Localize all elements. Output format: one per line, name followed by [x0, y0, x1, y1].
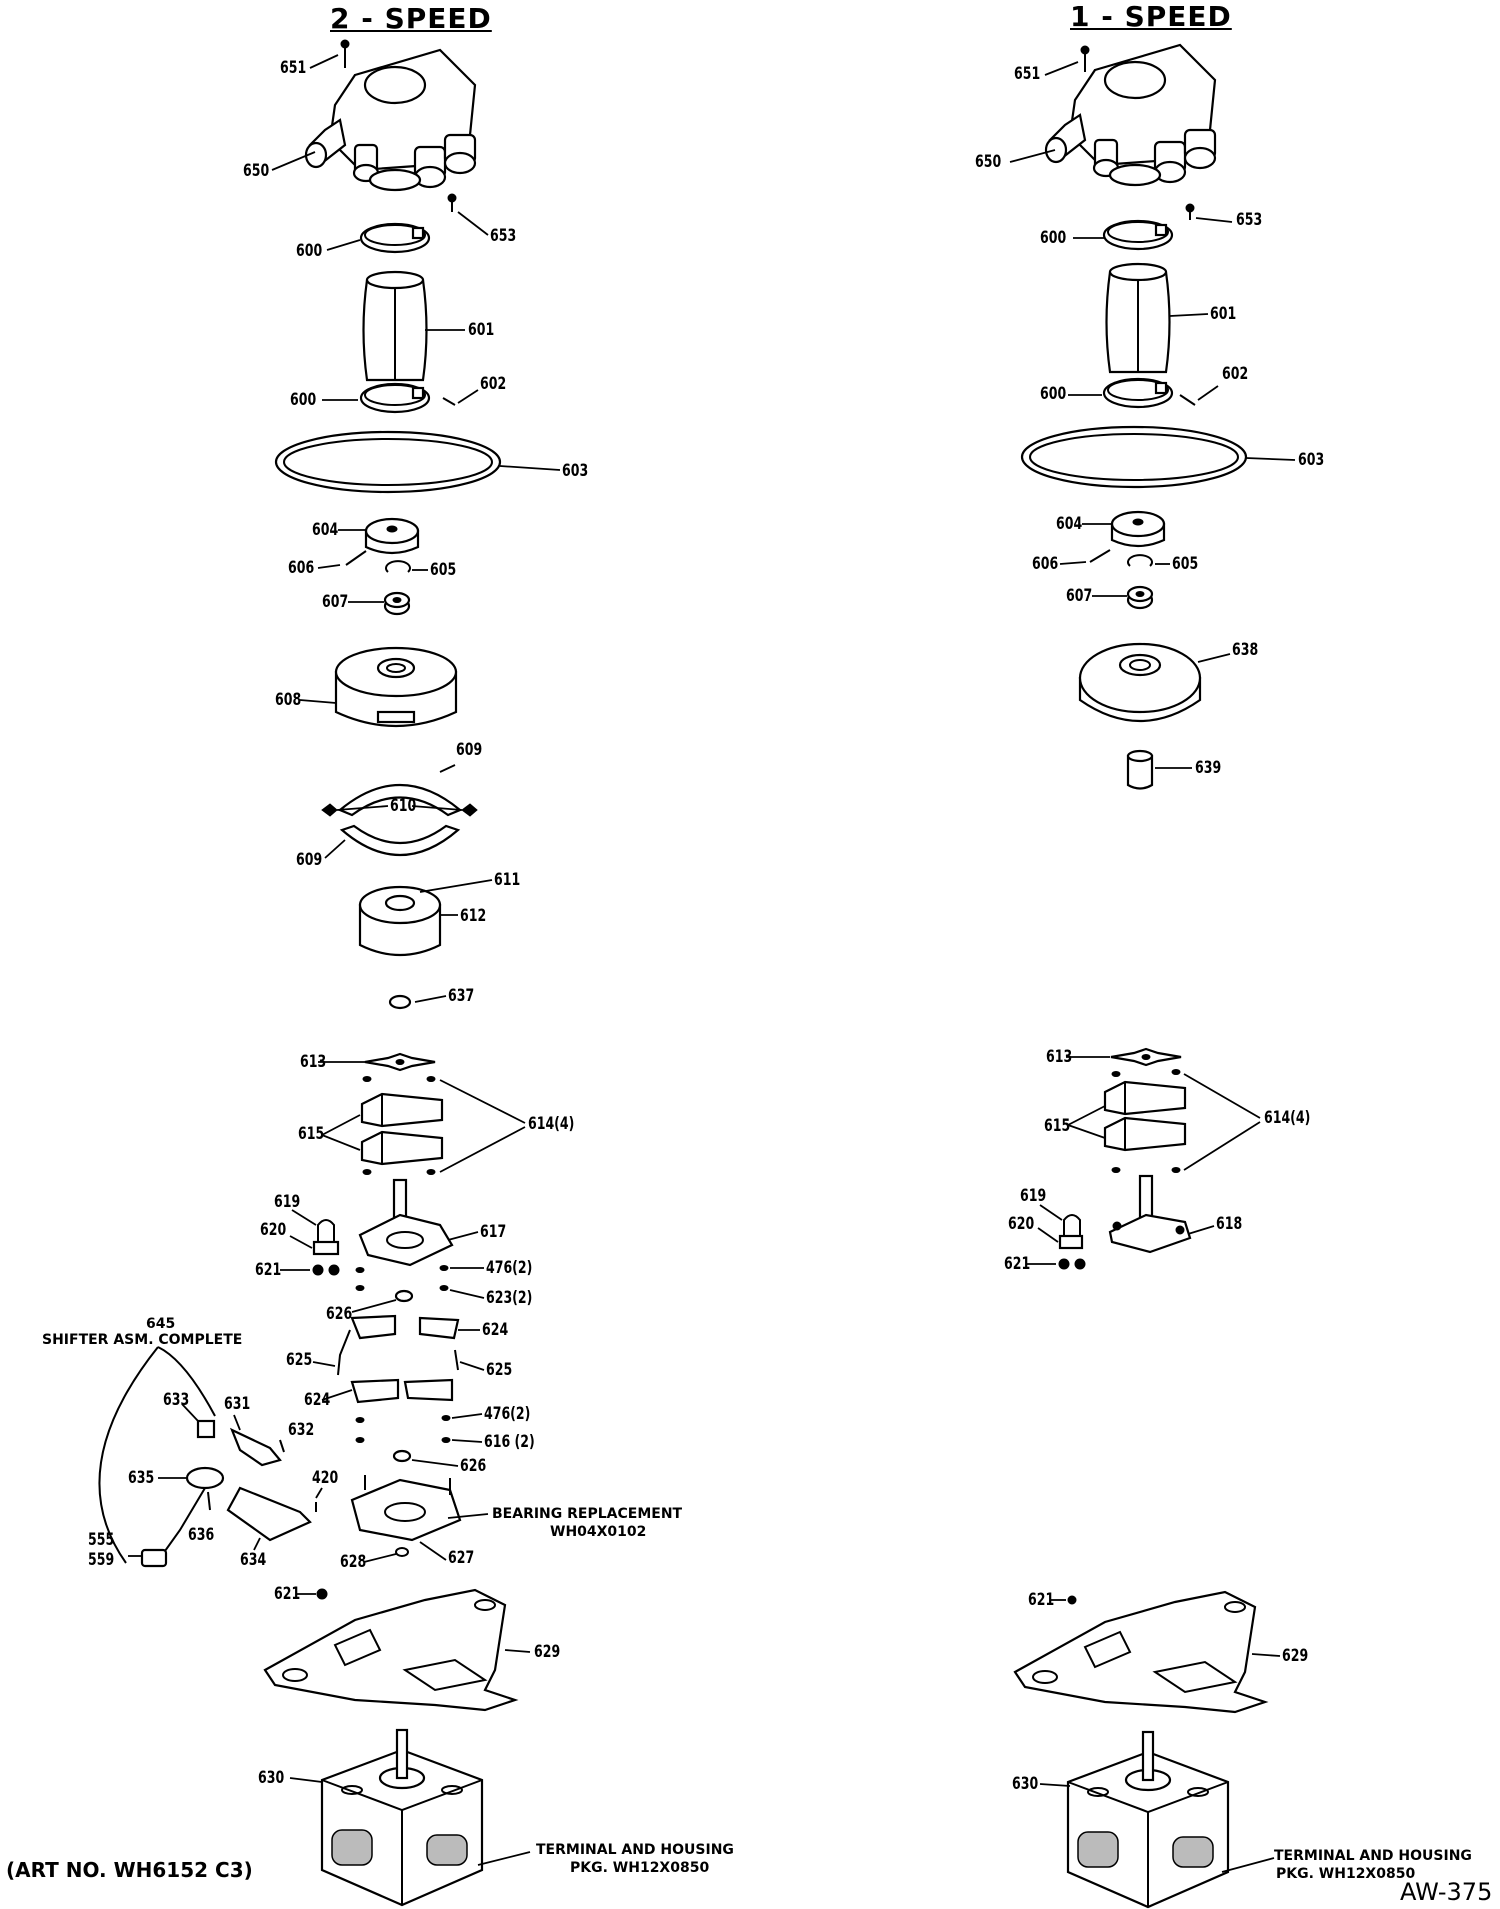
label-601: 601 — [468, 320, 495, 340]
label-602: 602 — [1222, 364, 1249, 384]
label-600: 600 — [1040, 228, 1067, 248]
terminal-housing-right-part: PKG. WH12X0850 — [1276, 1866, 1416, 1882]
label-559: 559 — [88, 1550, 115, 1570]
label-605: 605 — [1172, 554, 1199, 574]
label-608: 608 — [275, 690, 302, 710]
label-603: 603 — [1298, 450, 1325, 470]
label-604: 604 — [1056, 514, 1083, 534]
label-626: 626 — [326, 1304, 353, 1324]
shifter-asm-name: SHIFTER ASM. COMPLETE — [42, 1332, 243, 1348]
shifter-asm-number: 645 — [146, 1316, 176, 1332]
label-606: 606 — [288, 558, 315, 578]
label-600: 600 — [296, 241, 323, 261]
label-476: 476(2) — [484, 1404, 531, 1424]
label-610: 610 — [390, 796, 417, 816]
label-621: 621 — [274, 1584, 301, 1604]
label-653: 653 — [1236, 210, 1263, 230]
label-609: 609 — [296, 850, 323, 870]
label-614: 614(4) — [1264, 1108, 1311, 1128]
title-1-speed: 1 - SPEED — [1070, 0, 1232, 33]
label-626: 626 — [460, 1456, 487, 1476]
label-615: 615 — [298, 1124, 325, 1144]
label-605: 605 — [430, 560, 457, 580]
diagram-code: AW-375 — [1400, 1878, 1493, 1906]
label-603: 603 — [562, 461, 589, 481]
label-620: 620 — [260, 1220, 287, 1240]
art-number: (ART NO. WH6152 C3) — [6, 1858, 253, 1882]
label-630: 630 — [1012, 1774, 1039, 1794]
label-624: 624 — [482, 1320, 509, 1340]
label-616: 616 (2) — [484, 1432, 535, 1452]
label-629: 629 — [534, 1642, 561, 1662]
label-602: 602 — [480, 374, 507, 394]
label-613: 613 — [300, 1052, 327, 1072]
label-627: 627 — [448, 1548, 475, 1568]
label-609: 609 — [456, 740, 483, 760]
terminal-housing-right-label: TERMINAL AND HOUSING — [1274, 1848, 1472, 1864]
label-555: 555 — [88, 1530, 115, 1550]
label-651: 651 — [280, 58, 307, 78]
label-625: 625 — [486, 1360, 513, 1380]
label-636: 636 — [188, 1525, 215, 1545]
label-620: 620 — [1008, 1214, 1035, 1234]
label-635: 635 — [128, 1468, 155, 1488]
bearing-replacement-part: WH04X0102 — [550, 1524, 647, 1540]
label-621: 621 — [1004, 1254, 1031, 1274]
label-614: 614(4) — [528, 1114, 575, 1134]
terminal-housing-left-label: TERMINAL AND HOUSING — [536, 1842, 734, 1858]
label-611: 611 — [494, 870, 521, 890]
label-420: 420 — [312, 1468, 339, 1488]
label-600: 600 — [1040, 384, 1067, 404]
label-606: 606 — [1032, 554, 1059, 574]
label-639: 639 — [1195, 758, 1222, 778]
label-650: 650 — [975, 152, 1002, 172]
label-604: 604 — [312, 520, 339, 540]
label-600: 600 — [290, 390, 317, 410]
bearing-replacement-label: BEARING REPLACEMENT — [492, 1506, 683, 1522]
label-619: 619 — [1020, 1186, 1047, 1206]
label-615: 615 — [1044, 1116, 1071, 1136]
label-630: 630 — [258, 1768, 285, 1788]
label-633: 633 — [163, 1390, 190, 1410]
label-621: 621 — [1028, 1590, 1055, 1610]
label-623: 623(2) — [486, 1288, 533, 1308]
label-650: 650 — [243, 161, 270, 181]
label-629: 629 — [1282, 1646, 1309, 1666]
label-653: 653 — [490, 226, 517, 246]
label-601: 601 — [1210, 304, 1237, 324]
label-632: 632 — [288, 1420, 315, 1440]
label-634: 634 — [240, 1550, 267, 1570]
label-625: 625 — [286, 1350, 313, 1370]
label-617: 617 — [480, 1222, 507, 1242]
left-assembly — [98, 39, 561, 1907]
right-assembly — [1009, 43, 1296, 1909]
label-619: 619 — [274, 1192, 301, 1212]
label-613: 613 — [1046, 1047, 1073, 1067]
label-638: 638 — [1232, 640, 1259, 660]
label-628: 628 — [340, 1552, 367, 1572]
label-631: 631 — [224, 1394, 251, 1414]
label-612: 612 — [460, 906, 487, 926]
label-607: 607 — [1066, 586, 1093, 606]
label-607: 607 — [322, 592, 349, 612]
label-651: 651 — [1014, 64, 1041, 84]
terminal-housing-left-part: PKG. WH12X0850 — [570, 1860, 710, 1876]
label-476: 476(2) — [486, 1258, 533, 1278]
label-624: 624 — [304, 1390, 331, 1410]
label-618: 618 — [1216, 1214, 1243, 1234]
label-621: 621 — [255, 1260, 282, 1280]
label-637: 637 — [448, 986, 475, 1006]
title-2-speed: 2 - SPEED — [330, 2, 492, 35]
